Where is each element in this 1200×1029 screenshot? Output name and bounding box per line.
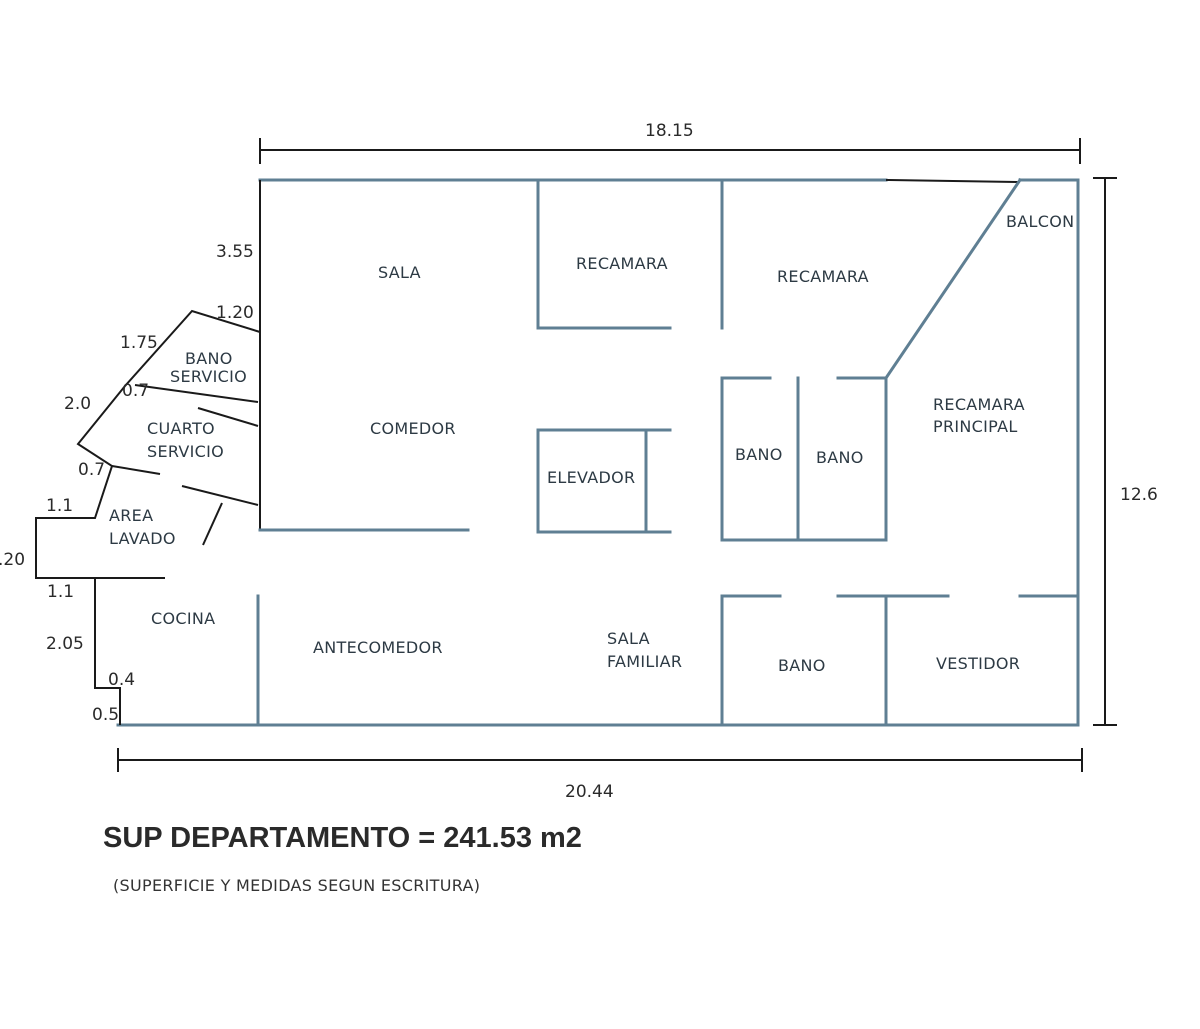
room-sala-familiar: SALA FAMILIAR — [607, 629, 682, 671]
dim-lavado-side: .20 — [0, 550, 25, 570]
dim-cocina-side: 2.05 — [46, 634, 84, 654]
room-elevador: ELEVADOR — [547, 468, 635, 487]
room-recamara-principal: RECAMARA PRINCIPAL — [933, 395, 1030, 436]
dimension-lines — [117, 138, 1117, 772]
dim-lavado-top: 1.1 — [46, 496, 73, 516]
service-area-outline — [35, 309, 261, 725]
total-area-heading: SUP DEPARTAMENTO = 241.53 m2 — [103, 822, 582, 854]
room-bano-3: BANO — [778, 656, 826, 675]
room-comedor: COMEDOR — [370, 419, 456, 438]
room-antecomedor: ANTECOMEDOR — [313, 638, 443, 657]
outer-walls — [116, 178, 1080, 727]
room-recamara-2: RECAMARA — [777, 267, 869, 286]
interior-walls — [256, 177, 1080, 727]
dim-bano-serv-inner: 0.7 — [122, 381, 149, 401]
room-recamara-1: RECAMARA — [576, 254, 668, 273]
dim-right-height: 12.6 — [1120, 485, 1158, 505]
room-bano-servicio: BANO SERVICIO — [170, 349, 247, 386]
dim-bano-serv-diag: 1.75 — [120, 333, 158, 353]
room-bano-1: BANO — [735, 445, 783, 464]
room-vestidor: VESTIDOR — [936, 654, 1020, 673]
dim-cuarto-inner: 0.7 — [78, 460, 105, 480]
room-cocina: COCINA — [151, 609, 215, 628]
room-balcon: BALCON — [1006, 212, 1074, 231]
dim-cuarto-diag: 2.0 — [64, 394, 91, 414]
area-source-note: (SUPERFICIE Y MEDIDAS SEGUN ESCRITURA) — [113, 876, 481, 895]
dim-bano-serv-side: 1.20 — [216, 303, 254, 323]
measurement-labels: 18.15 12.6 20.44 3.55 1.20 1.75 0.7 2.0 … — [0, 121, 1158, 802]
dim-top-width: 18.15 — [645, 121, 694, 141]
dim-step-2: 0.5 — [92, 705, 119, 725]
room-sala: SALA — [378, 263, 421, 282]
room-area-lavado: AREA LAVADO — [109, 506, 176, 548]
dim-cocina-top: 1.1 — [47, 582, 74, 602]
room-labels: SALA RECAMARA RECAMARA BALCON BANO SERVI… — [109, 212, 1074, 675]
room-bano-2: BANO — [816, 448, 864, 467]
room-cuarto-servicio: CUARTO SERVICIO — [147, 419, 224, 461]
dim-step-1: 0.4 — [108, 670, 135, 690]
dim-bottom-width: 20.44 — [565, 782, 614, 802]
dim-left-top: 3.55 — [216, 242, 254, 262]
